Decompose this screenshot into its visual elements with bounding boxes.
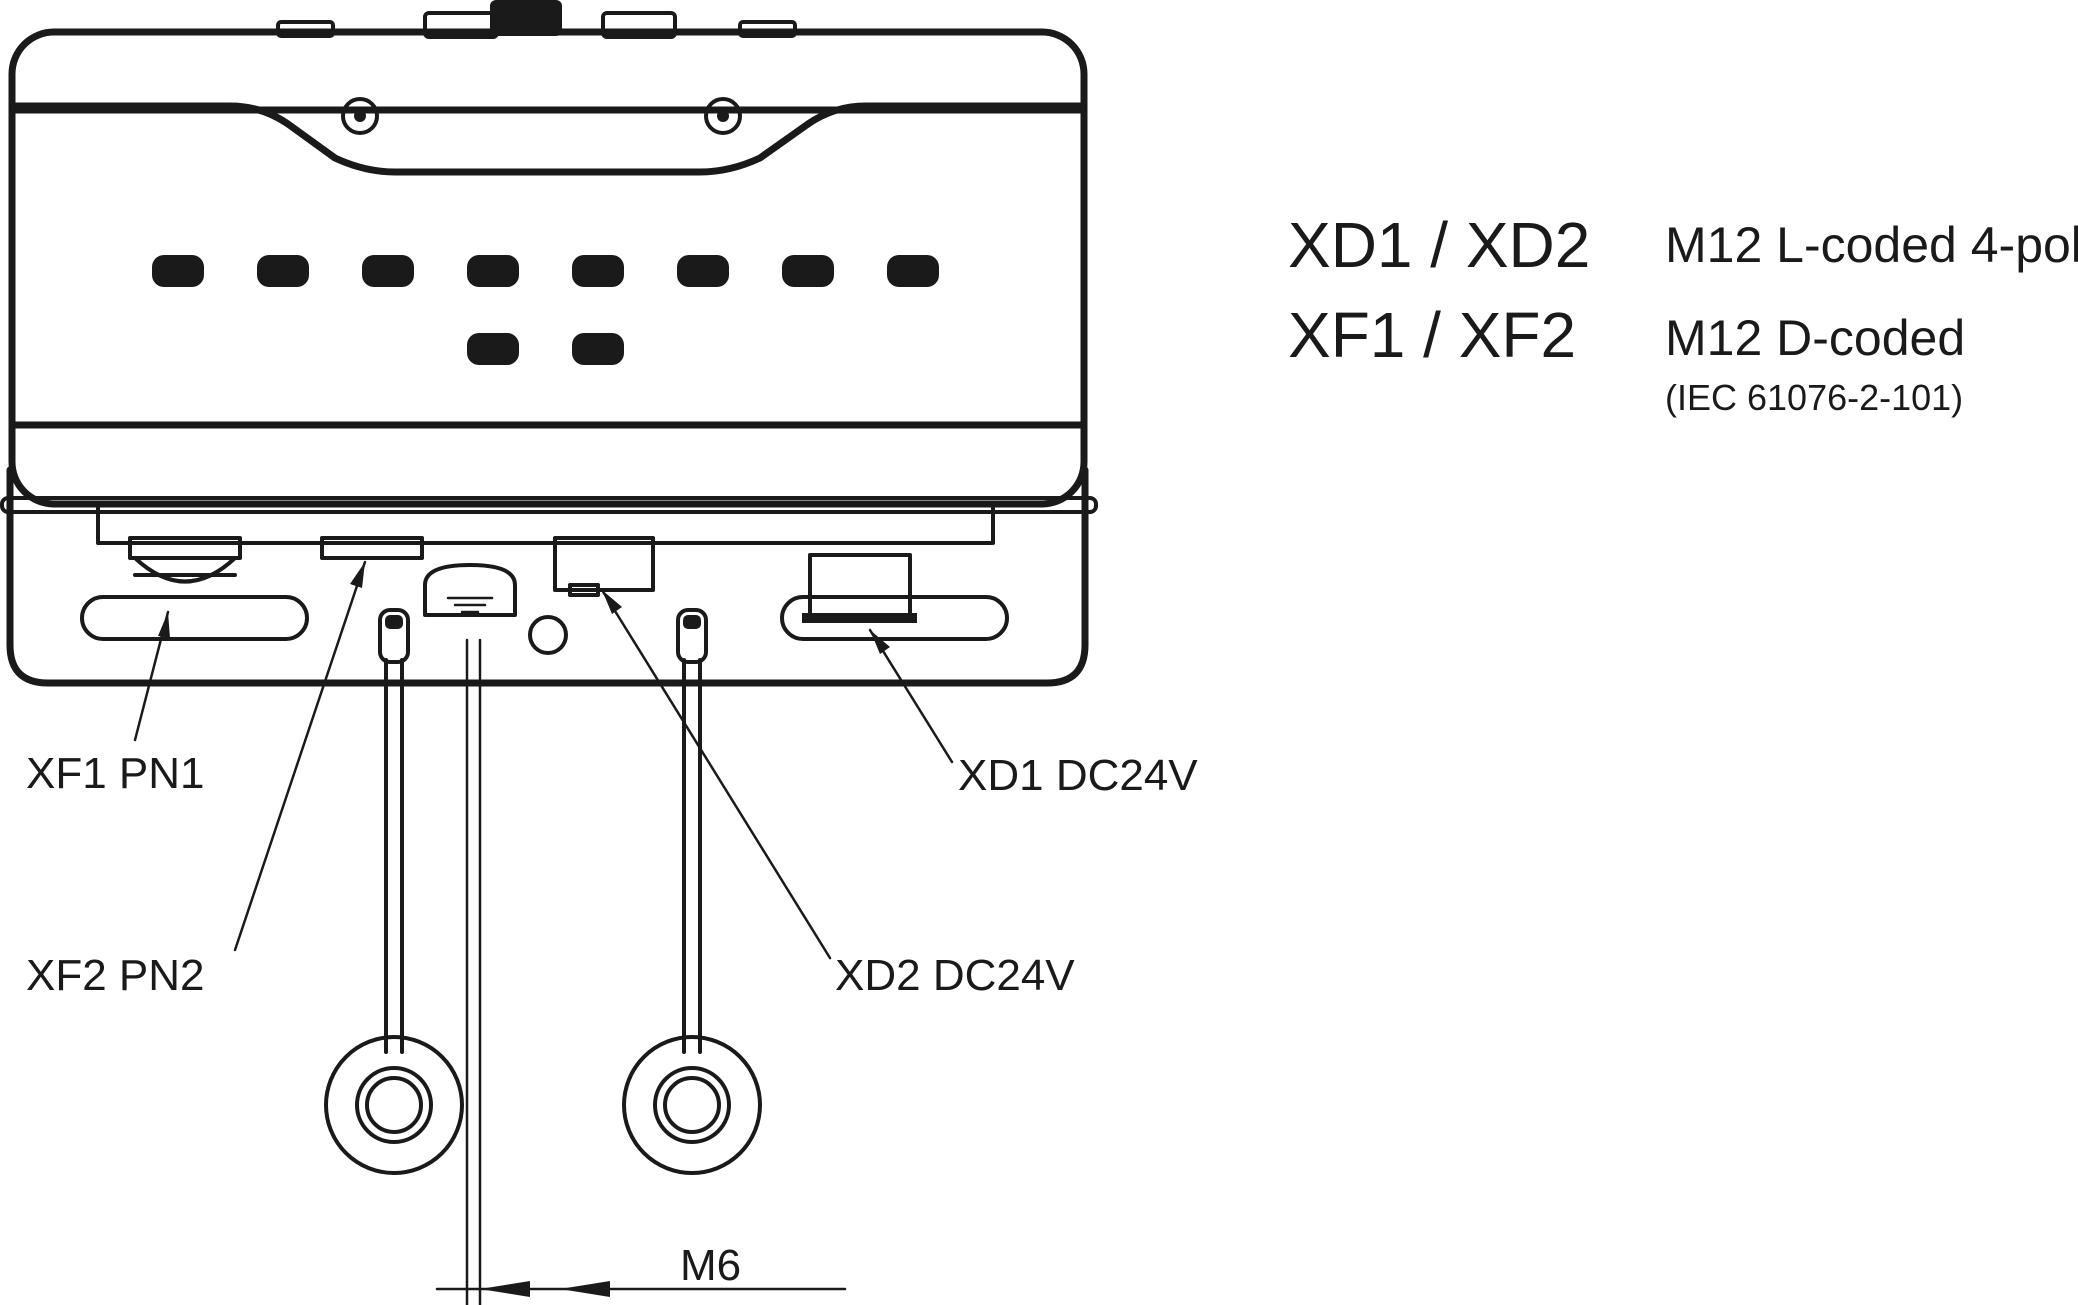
led-window — [572, 333, 624, 365]
led-window — [467, 333, 519, 365]
led-window — [467, 255, 519, 287]
led-window — [572, 255, 624, 287]
leader-xd1 — [868, 628, 954, 764]
mounting-hole — [528, 615, 568, 655]
mounting-slot-left — [80, 595, 309, 641]
leader-xd2 — [600, 588, 832, 960]
legend-value-xf: M12 D-coded — [1665, 310, 1965, 366]
m6-dimension — [435, 1281, 847, 1297]
label-xd1: XD1 DC24V — [958, 751, 1198, 800]
ground-wire — [465, 638, 482, 1305]
device-housing — [0, 28, 1098, 514]
leader-xf2 — [233, 560, 367, 952]
cable-lug-right — [622, 608, 762, 1175]
top-connectors — [276, 0, 797, 39]
label-xf1: XF1 PN1 — [26, 749, 205, 798]
housing-top-contour — [8, 102, 1088, 176]
label-xf2: XF2 PN2 — [26, 951, 205, 1000]
mounting-plate — [6, 466, 1089, 687]
legend-note-xf: (IEC 61076-2-101) — [1665, 377, 1963, 418]
led-window — [677, 255, 729, 287]
leader-lines — [133, 560, 954, 960]
ground-icon — [423, 563, 517, 617]
legend-value-xd: M12 L-coded 4-pol — [1665, 217, 2078, 273]
screw-right-icon — [704, 97, 742, 135]
xf1-connector — [133, 556, 237, 584]
led-window — [887, 255, 939, 287]
screw-left-icon — [341, 97, 379, 135]
led-window — [362, 255, 414, 287]
connector-strip — [96, 503, 995, 597]
led-window — [782, 255, 834, 287]
led-indicators — [152, 255, 939, 365]
legend-key-xf: XF1 / XF2 — [1288, 299, 1576, 371]
label-xd2: XD2 DC24V — [835, 951, 1075, 1000]
cable-lug-left — [324, 608, 464, 1175]
led-window — [257, 255, 309, 287]
label-thread: M6 — [680, 1241, 741, 1290]
connector-legend: XD1 / XD2 M12 L-coded 4-pol XF1 / XF2 M1… — [1288, 209, 2078, 418]
legend-key-xd: XD1 / XD2 — [1288, 209, 1590, 281]
mounting-slot-right — [780, 595, 1009, 641]
led-window — [152, 255, 204, 287]
